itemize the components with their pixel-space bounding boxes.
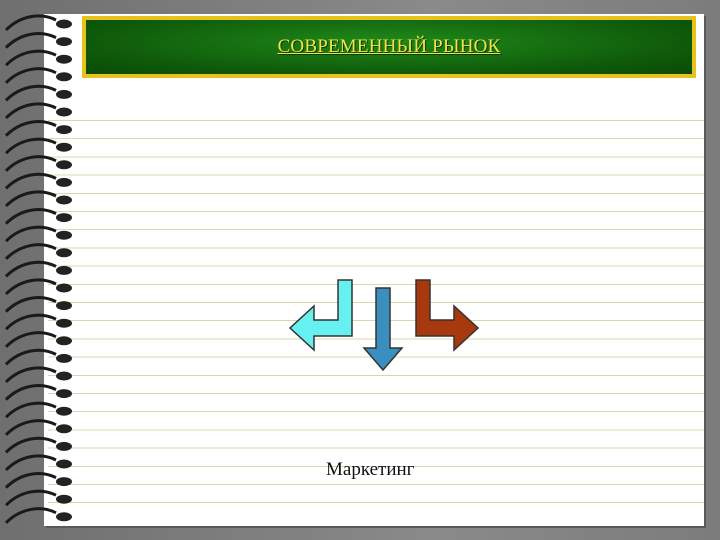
spiral-ring xyxy=(4,489,57,507)
arrows-diagram xyxy=(288,279,480,372)
binding-hole xyxy=(56,265,72,275)
slide-title: СОВРЕМЕННЫЙ РЫНОК xyxy=(277,36,501,57)
binding-hole xyxy=(56,336,72,346)
spiral-ring xyxy=(4,366,57,384)
spiral-ring xyxy=(4,436,57,454)
binding-hole xyxy=(56,142,72,152)
arrow-left-turn-icon xyxy=(288,279,353,352)
binding-hole xyxy=(56,459,72,469)
arrow-right-turn-icon xyxy=(415,279,480,352)
spiral-ring xyxy=(4,278,57,296)
binding-hole xyxy=(56,494,72,504)
spiral-ring xyxy=(4,419,57,436)
binding-hole xyxy=(56,213,72,223)
spiral-ring xyxy=(4,384,57,401)
binding-hole xyxy=(56,301,72,311)
binding-hole xyxy=(56,283,72,293)
spiral-ring xyxy=(4,454,57,472)
binding-hole xyxy=(56,125,72,135)
spiral-ring xyxy=(4,401,57,419)
binding-hole xyxy=(56,441,72,451)
spiral-ring xyxy=(4,313,57,331)
spiral-ring xyxy=(4,243,57,260)
binding-hole xyxy=(56,389,72,399)
spiral-ring xyxy=(4,331,57,348)
binding-hole xyxy=(56,424,72,434)
binding-hole xyxy=(56,19,72,29)
binding-hole xyxy=(56,72,72,82)
spiral-ring xyxy=(4,32,57,49)
binding-hole xyxy=(56,248,72,258)
spiral-ring xyxy=(4,348,57,366)
spiral-ring xyxy=(4,84,57,102)
binding-hole xyxy=(56,107,72,117)
binding-hole xyxy=(56,318,72,328)
binding-hole xyxy=(56,195,72,205)
title-banner: СОВРЕМЕННЫЙ РЫНОК xyxy=(82,16,696,78)
spiral-ring xyxy=(4,172,57,190)
spiral-ring xyxy=(4,155,57,172)
spiral-ring xyxy=(4,102,57,120)
spiral-ring xyxy=(4,49,57,67)
binding-hole xyxy=(56,406,72,416)
binding-hole xyxy=(56,230,72,240)
spiral-ring xyxy=(4,137,57,155)
binding-hole xyxy=(56,512,72,522)
spiral-ring xyxy=(4,208,57,225)
arrow-down-icon xyxy=(362,287,404,372)
spiral-binding-icon xyxy=(4,14,72,524)
spiral-ring xyxy=(4,120,57,137)
spiral-ring xyxy=(4,190,57,208)
spiral-ring xyxy=(4,67,57,84)
caption-marketing: Маркетинг xyxy=(326,459,415,480)
spiral-ring xyxy=(4,14,57,32)
binding-hole xyxy=(56,371,72,381)
spiral-ring xyxy=(4,260,57,278)
spiral-ring xyxy=(4,472,57,489)
binding-hole xyxy=(56,160,72,170)
binding-hole xyxy=(56,477,72,487)
spiral-ring xyxy=(4,507,57,524)
spiral-ring xyxy=(4,296,57,313)
binding-hole xyxy=(56,177,72,187)
binding-hole xyxy=(56,37,72,47)
binding-hole xyxy=(56,54,72,64)
binding-hole xyxy=(56,353,72,363)
binding-hole xyxy=(56,89,72,99)
spiral-ring xyxy=(4,225,57,243)
